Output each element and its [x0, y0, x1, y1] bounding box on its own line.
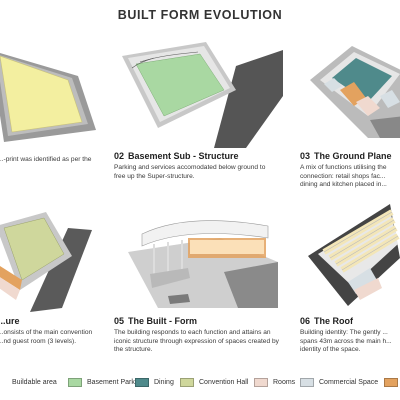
roof-illustration [308, 188, 400, 308]
step-5-description: The building responds to each function a… [114, 329, 279, 354]
legend-swatch [180, 377, 194, 387]
legend-label: Buildable area [12, 378, 57, 386]
ground-plane-illustration [310, 38, 400, 138]
legend-label: Rooms [273, 378, 296, 386]
legend-item-dining: Dining [135, 376, 174, 388]
convention-hall-illustration [0, 208, 100, 314]
step-2-description: Parking and services accomodated below g… [114, 164, 266, 180]
legend-item-buildable-area: Buildable area [12, 376, 57, 388]
legend-swatch [254, 377, 268, 387]
legend-label: Basement Parking [87, 378, 145, 386]
legend-label: Convention Hall [199, 378, 249, 386]
step-5-number: 05 [114, 316, 125, 326]
step-2-number: 02 [114, 151, 125, 161]
page-title: BUILT FORM EVOLUTION [117, 8, 283, 22]
built-form-illustration [128, 212, 278, 308]
legend-item-basement-parking: Basement Parking [68, 376, 144, 388]
legend-swatch [300, 377, 314, 387]
step-4-description: ...onsists of the main convention ...nd … [0, 329, 93, 345]
buildable-area-illustration [0, 32, 105, 150]
step-4-heading: ...ure [0, 316, 106, 327]
legend-item-cut-off [384, 376, 400, 388]
step-6-title: The Roof [314, 316, 354, 326]
legend-swatch [135, 377, 149, 387]
step-1: ...-print was identified as per the [0, 156, 158, 165]
step-6-number: 06 [300, 316, 311, 326]
step-3-title: The Ground Plane [314, 151, 392, 161]
step-3-number: 03 [300, 151, 311, 161]
legend-item-rooms: Rooms [254, 376, 295, 388]
legend-item-commercial-space: Commercial Space [300, 376, 378, 388]
step-2-title: Basement Sub - Structure [128, 151, 239, 161]
step-5-title: The Built - Form [128, 316, 198, 326]
basement-illustration [118, 36, 283, 148]
step-1-description: ...-print was identified as per the [0, 156, 92, 163]
legend-swatch [384, 377, 398, 387]
legend-item-convention-hall: Convention Hall [180, 376, 248, 388]
step-6-description: Building identity: The gently ... spans … [300, 329, 392, 354]
step-4: ...ure ...onsists of the main convention… [0, 316, 106, 346]
step-4-title: ...ure [0, 316, 20, 326]
legend-swatch [68, 377, 82, 387]
legend: Buildable area Basement Parking Dining C… [0, 376, 400, 390]
step-3-description: A mix of functions utilising the connect… [300, 164, 387, 189]
legend-label: Dining [154, 378, 174, 386]
legend-label: Commercial Space [319, 378, 379, 386]
